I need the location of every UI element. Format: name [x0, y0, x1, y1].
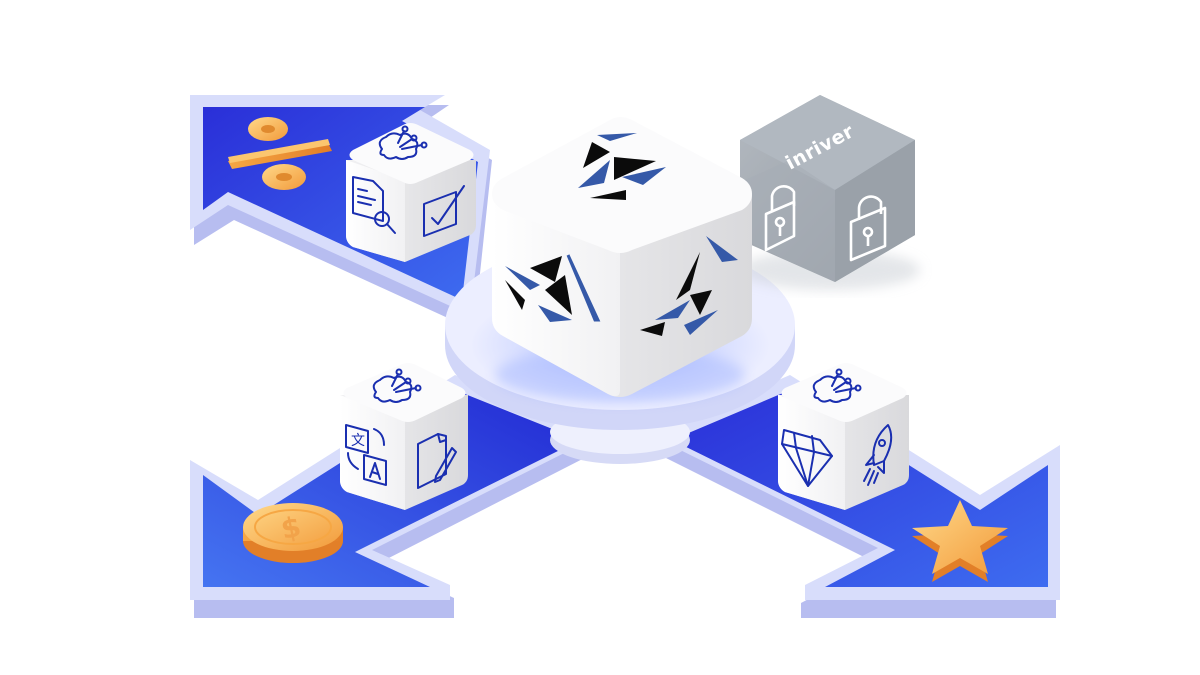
ai-brain-icon [812, 368, 862, 403]
diamond-icon [781, 429, 833, 487]
document-edit-icon [417, 433, 457, 489]
icon-cube-translate: 文 [340, 363, 468, 510]
star-icon [912, 500, 1008, 582]
document-search-icon [352, 176, 396, 234]
lock-icon [849, 195, 887, 262]
crystal-logo [505, 133, 738, 336]
dollar-coin-icon: $ [243, 503, 343, 563]
icon-cube-growth [778, 363, 909, 510]
lock-icon [764, 185, 796, 252]
translate-icon: 文 [345, 424, 387, 486]
rocket-icon [863, 424, 893, 486]
percent-icon [228, 117, 332, 190]
center-cube [492, 117, 752, 403]
svg-text:文: 文 [351, 433, 365, 449]
ai-brain-icon [378, 125, 428, 160]
checkbox-icon [423, 185, 465, 237]
locked-cube: inriver [740, 95, 920, 290]
icon-cube-documents [346, 123, 476, 262]
ai-brain-icon [372, 368, 422, 403]
